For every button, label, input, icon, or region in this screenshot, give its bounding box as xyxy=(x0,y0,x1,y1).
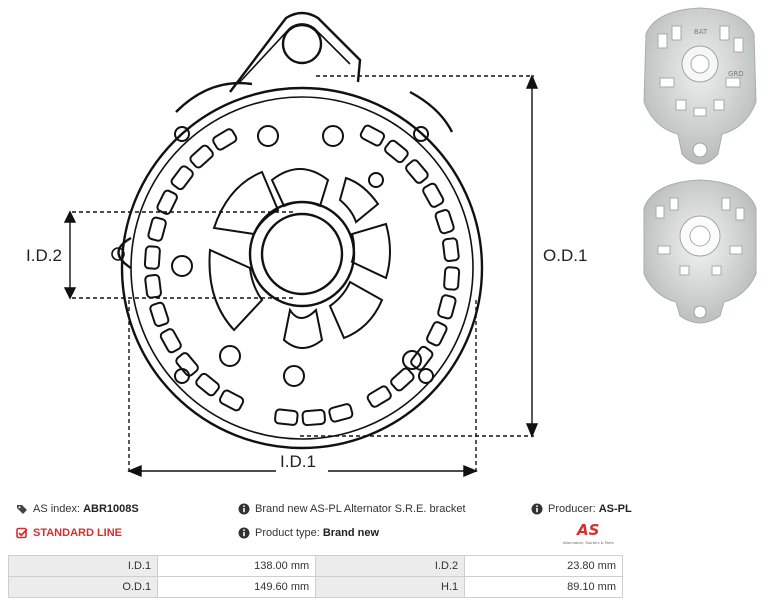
tags-icon xyxy=(17,505,27,514)
slot xyxy=(212,128,238,151)
as-index: AS index: ABR1008S xyxy=(16,503,139,515)
slot xyxy=(189,144,214,169)
svg-text:AS: AS xyxy=(576,521,599,539)
label-od1: O.D.1 xyxy=(543,246,587,265)
slot xyxy=(175,352,199,377)
slot xyxy=(149,301,170,327)
slot xyxy=(170,165,194,191)
info-icon xyxy=(238,527,250,539)
slot xyxy=(359,124,386,147)
as-pl-logo: AS Alternators, Starters & Parts xyxy=(563,521,614,545)
slot xyxy=(443,266,461,291)
slot xyxy=(426,321,448,347)
slot xyxy=(366,385,392,408)
technical-drawing: I.D.2 O.D.1 I.D.1 xyxy=(26,11,588,478)
slot xyxy=(159,328,182,354)
product-type-value: Brand new xyxy=(322,527,380,539)
svg-text:GRD: GRD xyxy=(728,70,744,78)
slot xyxy=(144,273,162,299)
slot xyxy=(147,216,167,242)
slot xyxy=(274,408,299,426)
slot xyxy=(434,209,455,235)
slot xyxy=(156,189,178,215)
info-icon xyxy=(531,503,543,515)
slot xyxy=(405,159,429,184)
slot xyxy=(390,367,415,392)
slot xyxy=(218,389,245,412)
table-row: O.D.1 149.60 mm H.1 89.10 mm xyxy=(7,576,623,598)
slot xyxy=(195,372,220,397)
label-id1: I.D.1 xyxy=(280,452,316,471)
slot xyxy=(328,403,354,423)
svg-text:Alternators, Starters & Parts: Alternators, Starters & Parts xyxy=(563,541,614,545)
description: Brand new AS-PL Alternator S.R.E. bracke… xyxy=(238,503,466,515)
slot xyxy=(442,237,460,263)
producer: Producer: AS-PL xyxy=(531,503,632,515)
specs-table: I.D.1 138.00 mm I.D.2 23.80 mm O.D.1 149… xyxy=(7,555,623,598)
label-id2: I.D.2 xyxy=(26,246,62,265)
check-square-icon xyxy=(16,527,28,539)
product-photo-back: BAT GRD xyxy=(643,7,757,165)
slot xyxy=(384,139,409,164)
producer-value: AS-PL xyxy=(598,503,632,515)
slot xyxy=(143,245,161,270)
info-icon xyxy=(238,503,250,515)
slot-ring xyxy=(143,124,461,427)
product-type: Product type: Brand new xyxy=(238,527,379,539)
slot xyxy=(410,345,434,371)
svg-text:BAT: BAT xyxy=(694,28,708,36)
dimension-lines xyxy=(63,74,539,478)
product-photo-front xyxy=(643,179,757,324)
table-row: I.D.1 138.00 mm I.D.2 23.80 mm xyxy=(7,555,623,577)
slot xyxy=(437,294,457,320)
info-row-2: STANDARD LINE Product type: Brand new xyxy=(0,527,769,547)
petals xyxy=(208,168,391,349)
as-index-value: ABR1008S xyxy=(83,503,139,515)
slot xyxy=(301,408,326,427)
standard-line: STANDARD LINE xyxy=(16,527,122,539)
info-row-1: AS index: ABR1008S Brand new AS-PL Alter… xyxy=(0,503,769,523)
slot xyxy=(422,182,445,208)
